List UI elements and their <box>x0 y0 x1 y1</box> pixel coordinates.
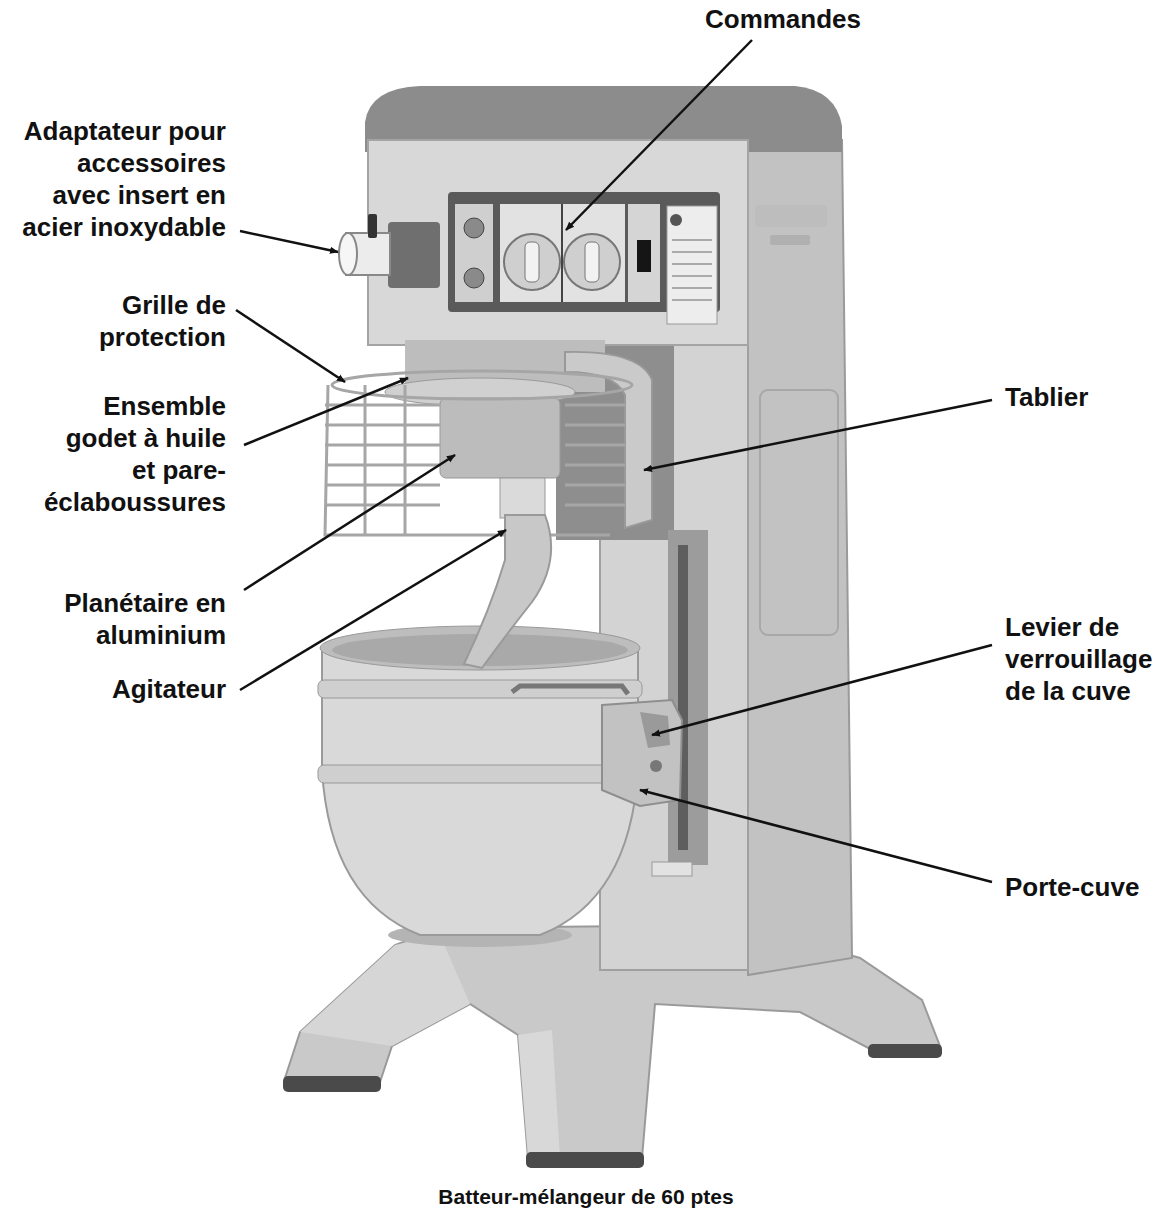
part-label: Levier de verrouillage de la cuve <box>1005 611 1165 707</box>
part-label: Agitateur <box>14 673 226 705</box>
control-panel <box>672 251 712 253</box>
part-label: Porte-cuve <box>1005 871 1165 903</box>
bowl-guard <box>325 444 440 447</box>
part-label: Ensemble godet à huile et pare-éclabouss… <box>40 390 226 518</box>
bowl-guard <box>404 385 407 535</box>
control-panel <box>667 206 717 324</box>
bowl-guard <box>332 371 632 399</box>
leader-line <box>236 310 345 382</box>
control-panel <box>672 263 712 265</box>
bowl-guard <box>565 424 625 427</box>
figure-caption: Batteur-mélangeur de 60 ptes <box>386 1184 786 1210</box>
dough-hook <box>464 515 551 668</box>
oil-cup-assembly <box>440 398 560 478</box>
mixing-bowl <box>318 765 642 783</box>
leader-line <box>240 530 506 690</box>
control-panel <box>672 287 712 289</box>
leader-line <box>236 40 992 882</box>
mixer-base <box>526 1152 644 1168</box>
part-label: Adaptateur pour accessoires avec insert … <box>14 115 226 243</box>
bowl-guard <box>325 371 632 535</box>
attachment-hub <box>388 222 440 288</box>
control-panel <box>585 242 599 282</box>
mixer-base <box>518 1030 560 1158</box>
control-panel <box>564 234 620 290</box>
bowl-guard <box>325 424 440 427</box>
attachment-hub <box>368 214 377 238</box>
control-panel <box>504 234 560 290</box>
attachment-hub <box>339 233 357 275</box>
leader-line <box>652 645 992 735</box>
bowl-guard <box>565 404 625 407</box>
bowl-guard <box>325 504 440 507</box>
mixer-column <box>652 862 692 876</box>
leader-line <box>244 378 408 445</box>
control-panel <box>455 204 493 302</box>
control-panel <box>525 242 539 282</box>
control-panel <box>500 204 625 302</box>
bowl-support <box>640 712 670 748</box>
bowl-support <box>650 760 662 772</box>
oil-cup-assembly <box>500 478 545 518</box>
control-panel <box>637 240 651 272</box>
mixer-head <box>770 235 810 245</box>
leader-line <box>640 790 992 882</box>
leader-line <box>240 231 338 252</box>
bowl-guard <box>325 484 440 487</box>
part-label: Tablier <box>1005 381 1165 413</box>
leader-line <box>644 400 992 470</box>
mixing-bowl <box>318 680 642 698</box>
mixer-base <box>300 935 470 1046</box>
control-panel <box>464 268 484 288</box>
control-panel <box>672 239 712 241</box>
bowl-guard <box>565 444 625 447</box>
control-panel <box>672 299 712 301</box>
mixer-base <box>868 1044 942 1058</box>
part-label: Grille de protection <box>14 289 226 353</box>
mixer-column <box>678 545 688 850</box>
leader-line <box>244 455 455 590</box>
mixer-head <box>755 205 827 227</box>
control-panel <box>672 275 712 277</box>
mixing-bowl <box>512 686 628 694</box>
mixer-base <box>283 1076 381 1092</box>
bowl-guard <box>565 504 625 507</box>
mixer-column <box>668 530 708 865</box>
mixer-head <box>365 86 842 392</box>
mixer-column <box>748 140 852 975</box>
bowl-guard <box>325 385 610 535</box>
leader-line <box>566 40 752 230</box>
part-label: Planétaire en aluminium <box>14 587 226 651</box>
bowl-guard <box>565 484 625 487</box>
control-panel <box>670 214 682 226</box>
part-label: Commandes <box>683 3 883 35</box>
mixer-head <box>368 140 748 345</box>
control-panel <box>628 204 660 302</box>
dough-hook <box>464 515 551 668</box>
mixing-bowl <box>318 626 642 935</box>
mixer-column <box>760 390 838 635</box>
bowl-guard <box>565 464 625 467</box>
control-panel <box>464 218 484 238</box>
control-panel <box>561 204 563 302</box>
attachment-hub <box>339 214 440 288</box>
bowl-guard <box>325 464 440 467</box>
